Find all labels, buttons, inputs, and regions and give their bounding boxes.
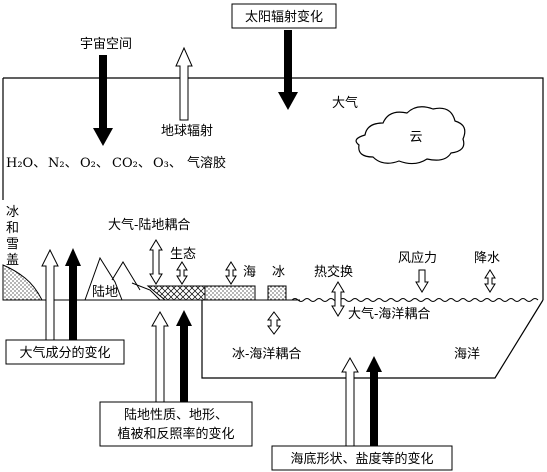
space-arrow (93, 55, 113, 146)
heat-exchange-label: 热交换 (314, 264, 353, 280)
ice-snow-label-1: 冰 (6, 205, 19, 220)
solar-radiation-box (231, 3, 337, 29)
land-slope (131, 282, 161, 301)
space-label: 宇宙空间 (80, 37, 132, 52)
atmosphere-label: 大气 (332, 95, 358, 111)
ecology-double-arrow (176, 261, 188, 285)
sea-double-arrow (225, 261, 237, 285)
ice-sheet (2, 264, 43, 301)
solar-radiation-arrow (278, 30, 298, 110)
wind-stress-label: 风应力 (398, 250, 437, 266)
ocean-label: 海洋 (454, 347, 480, 362)
atm-composition-box (5, 339, 125, 365)
ice-label: 冰 (272, 265, 285, 280)
earth-radiation-arrow (175, 46, 193, 121)
sea-surface-wave (291, 298, 539, 302)
precipitation-double-arrow (484, 269, 496, 293)
ice-snow-label-2: 和 (6, 221, 19, 236)
atm-composition-black-arrow (65, 248, 81, 340)
seafloor-white-arrow (341, 356, 359, 453)
land-black-arrow (176, 310, 192, 402)
mountain-1 (84, 256, 123, 301)
heat-exchange-double-arrow (331, 281, 345, 317)
solar-radiation-label: 太阳辐射变化 (245, 9, 323, 25)
seafloor-box-label: 海底形状、盐度等的变化 (290, 451, 433, 467)
land-change-box-label-1: 陆地性质、地形、 (124, 407, 228, 423)
seafloor-box (271, 445, 453, 471)
sea-label: 海 (243, 265, 256, 280)
atm-land-coupling-label: 大气-陆地耦合 (108, 217, 190, 233)
gas-o2: O₂、 (80, 156, 109, 171)
mountain-2 (111, 261, 141, 291)
precipitation-label: 降水 (474, 251, 500, 266)
land-change-box (99, 401, 253, 447)
atm-composition-white-arrow (41, 248, 59, 341)
land-white-arrow (151, 310, 169, 403)
wind-stress-arrow (415, 269, 429, 293)
atm-ocean-coupling-label: 大气-海洋耦合 (348, 306, 430, 322)
sea-ice-block-1 (204, 285, 256, 301)
land-label: 陆地 (92, 284, 118, 300)
gas-aerosol: 气溶胶 (187, 155, 226, 171)
ice-ocean-coupling-label: 冰-海洋耦合 (232, 347, 301, 362)
ice-snow-label-3: 雪 (6, 237, 19, 252)
gas-h2o: H₂O、 (6, 156, 46, 171)
ice-ocean-double-arrow (267, 311, 281, 335)
earth-radiation-label: 地球辐射 (161, 123, 213, 139)
gas-co2: CO₂、 (112, 156, 151, 171)
gas-n2: N₂、 (48, 156, 78, 171)
ecology-vegetation (146, 285, 206, 301)
land-change-box-label-2: 植被和反照率的变化 (117, 426, 234, 442)
atm-land-double-arrow (149, 239, 163, 285)
cloud-shape (355, 106, 466, 165)
cloud-label: 云 (409, 130, 422, 145)
seafloor-black-arrow (366, 356, 382, 452)
ecology-label: 生态 (170, 247, 196, 262)
atm-composition-box-label: 大气成分的变化 (19, 345, 110, 361)
gas-o3: O₃、 (153, 156, 182, 171)
sea-ice-block-2 (267, 285, 287, 301)
ice-snow-label-4: 盖 (6, 253, 19, 268)
